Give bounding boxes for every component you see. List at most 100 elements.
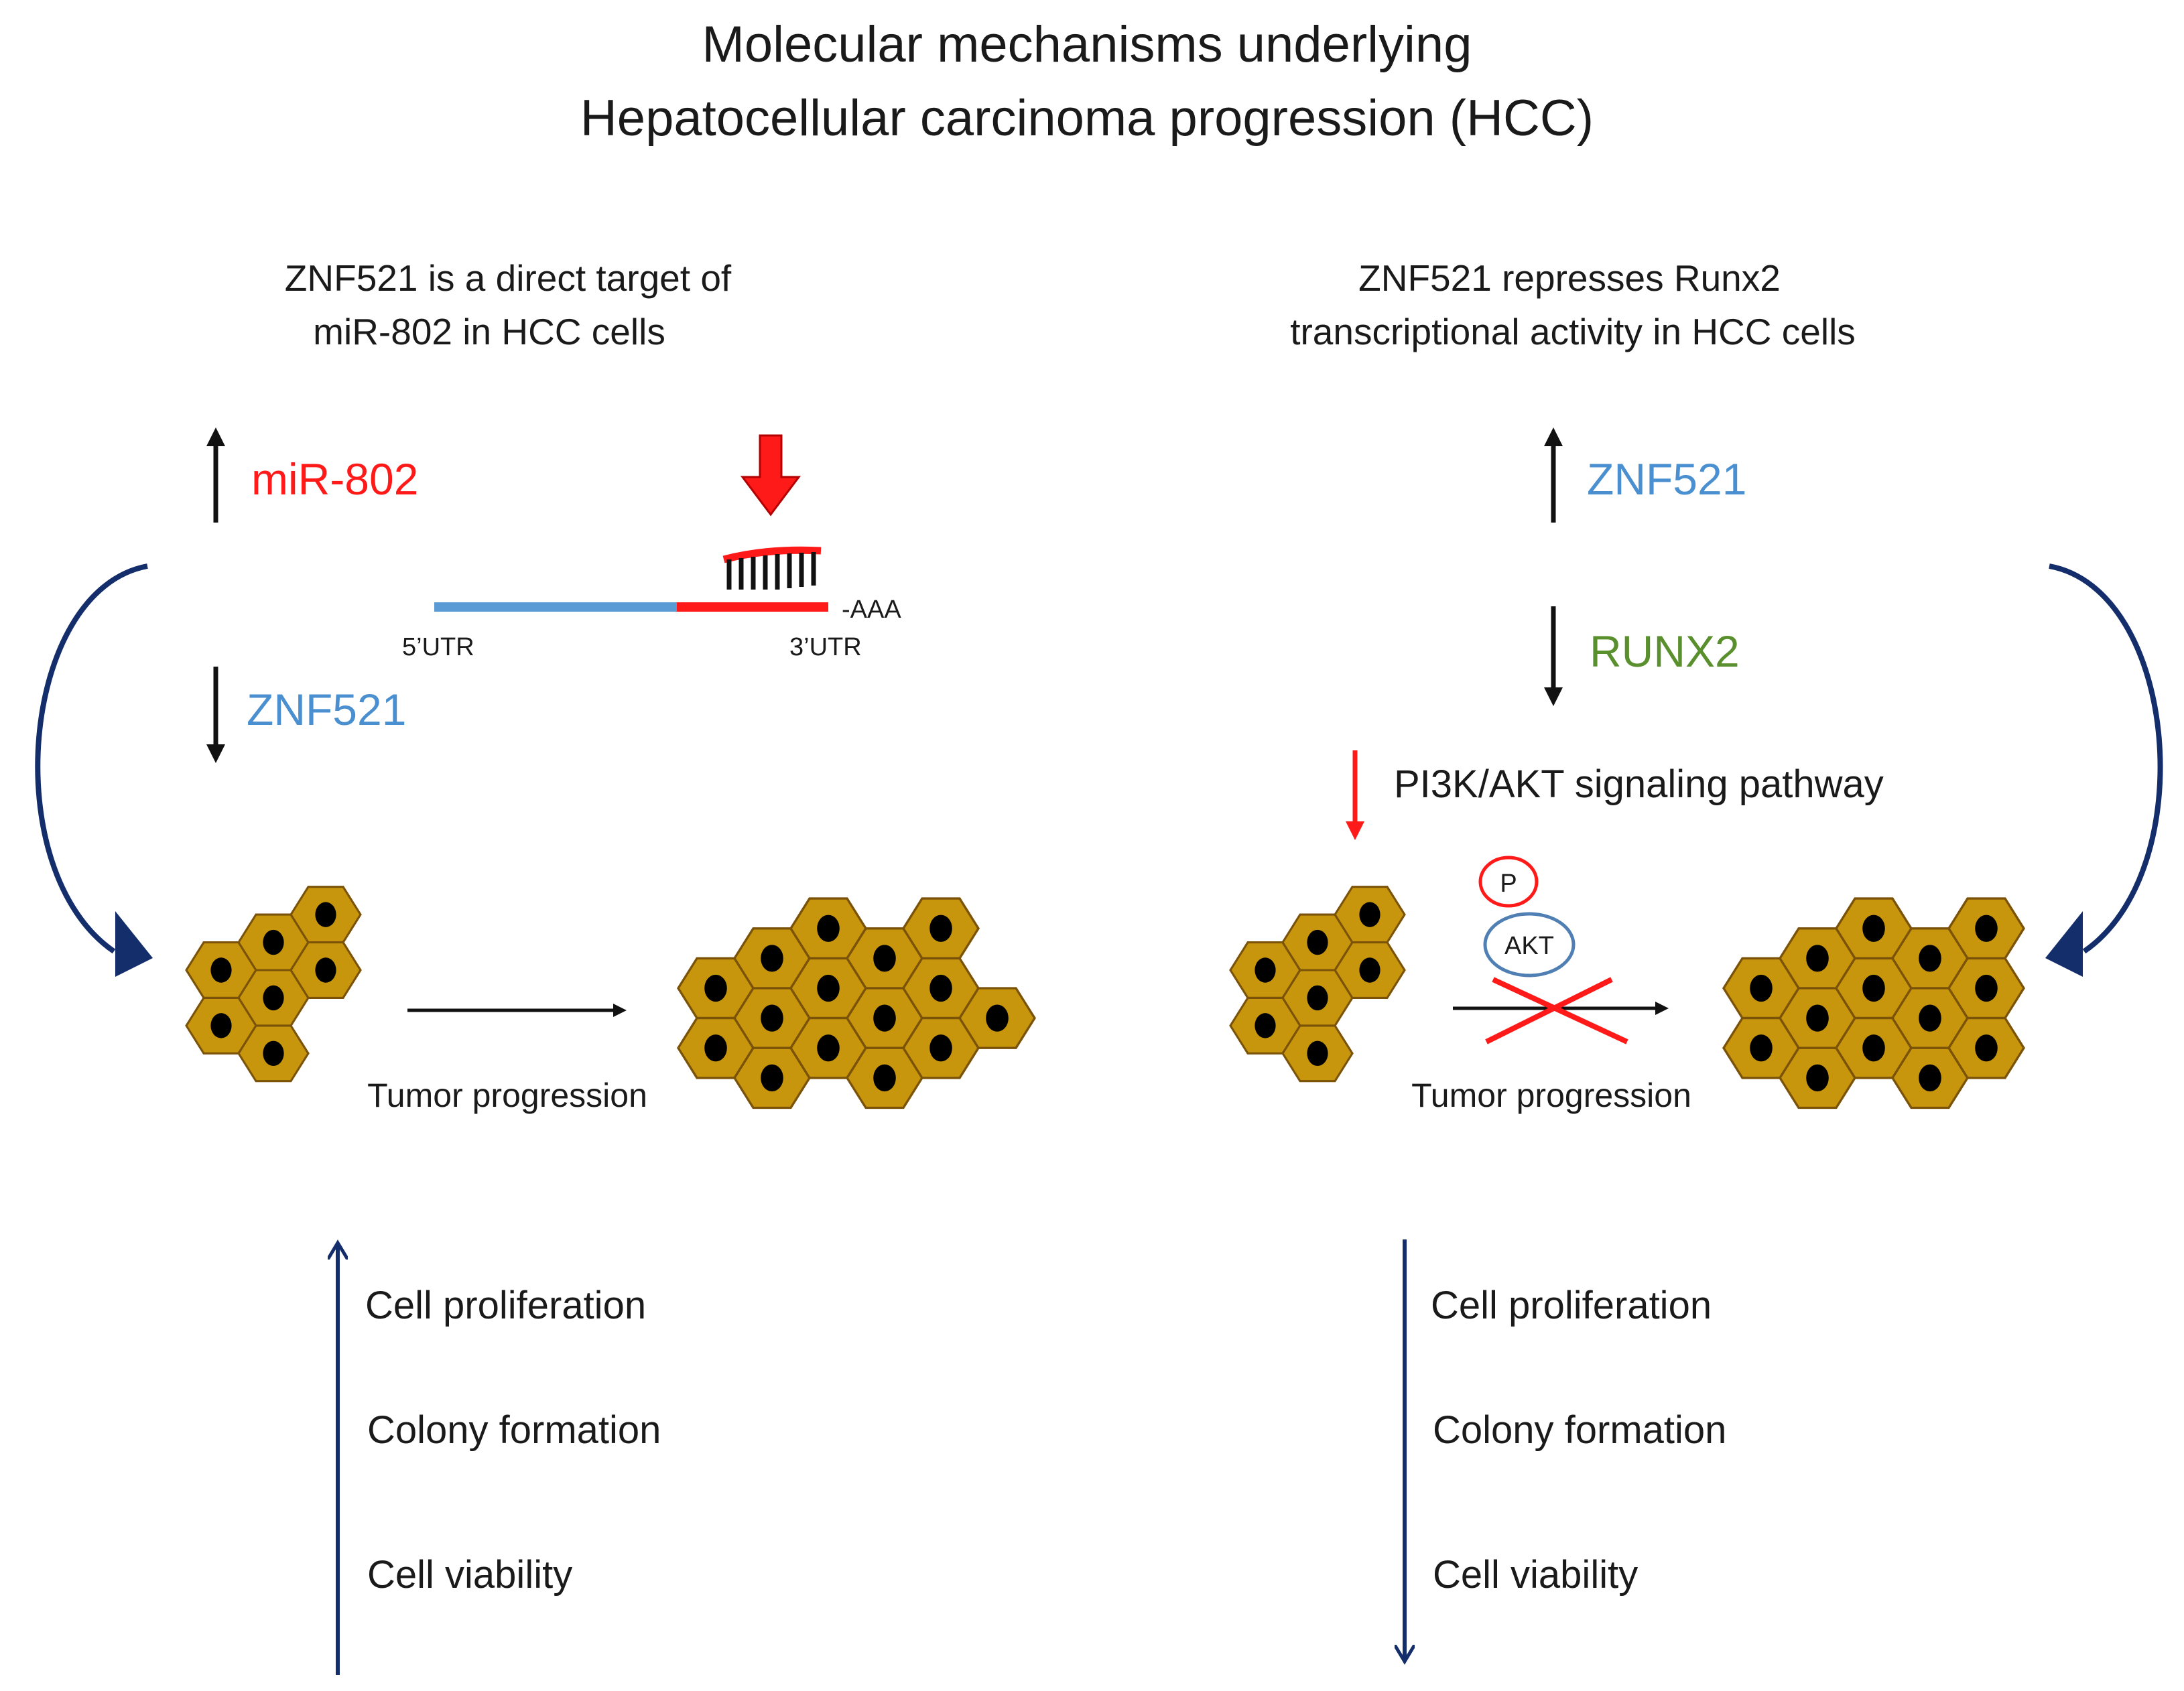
tumor-cell: [237, 1024, 310, 1083]
left-curved-arrow: [35, 563, 148, 954]
cell-nucleus: [315, 957, 336, 983]
right-down-label: RUNX2: [1590, 626, 1740, 676]
tumor-cell: [846, 927, 923, 990]
title-line-2: Hepatocellular carcinoma progression (HC…: [580, 90, 1594, 147]
right-small-cell-cluster: [1229, 886, 1406, 1083]
right-heading-line-2: transcriptional activity in HCC cells: [1290, 311, 1856, 352]
cell-nucleus: [315, 902, 336, 927]
left-effect-1: Cell proliferation: [365, 1284, 646, 1327]
cell-nucleus: [761, 1064, 783, 1092]
cell-nucleus: [817, 1034, 840, 1062]
phospho-label: P: [1500, 870, 1517, 898]
tumor-cell: [789, 1016, 867, 1079]
tumor-cell: [1334, 941, 1406, 999]
cell-nucleus: [1255, 957, 1276, 983]
left-curved-arrowhead: [115, 911, 153, 977]
cell-nucleus: [704, 1034, 727, 1062]
cell-nucleus: [761, 945, 783, 972]
cell-nucleus: [1975, 974, 1998, 1002]
utr5-label: 5’UTR: [402, 633, 474, 661]
cell-nucleus: [1307, 929, 1328, 955]
left-small-cell-cluster: [185, 886, 362, 1083]
cell-nucleus: [1919, 1004, 1941, 1032]
block-cross: [1485, 977, 1628, 1044]
cell-nucleus: [1862, 915, 1885, 942]
cell-nucleus: [1862, 974, 1885, 1002]
cell-nucleus: [263, 929, 284, 955]
right-effect-1: Cell proliferation: [1431, 1284, 1712, 1327]
left-heading-line-1: ZNF521 is a direct target of: [285, 257, 732, 299]
cell-nucleus: [1862, 1034, 1885, 1062]
left-effect-3: Cell viability: [367, 1553, 572, 1597]
cell-nucleus: [873, 945, 896, 972]
cell-nucleus: [1919, 945, 1941, 972]
cell-nucleus: [1975, 1034, 1998, 1062]
right-effect-3: Cell viability: [1433, 1553, 1638, 1597]
cell-nucleus: [263, 985, 284, 1011]
cell-nucleus: [817, 974, 840, 1002]
right-heading-line-1: ZNF521 represses Runx2: [1358, 257, 1781, 299]
tumor-cell: [1947, 957, 2025, 1020]
tumor-cell: [902, 897, 980, 960]
right-panel: ZNF521 represses Runx2 transcriptional a…: [1229, 257, 2163, 1662]
left-heading-line-2: miR-802 in HCC cells: [313, 311, 665, 352]
cell-nucleus: [1359, 902, 1380, 927]
tumor-cell: [1281, 1024, 1354, 1083]
tumor-cell: [1281, 913, 1354, 971]
tumor-cell: [185, 996, 257, 1055]
cell-nucleus: [1750, 1034, 1773, 1062]
mrna-schematic: 5’UTR 3’UTR -AAA: [402, 434, 901, 661]
cell-nucleus: [210, 957, 232, 983]
cell-nucleus: [1919, 1064, 1941, 1092]
tumor-cell: [1779, 1046, 1856, 1109]
red-block-down-arrow: [741, 434, 801, 517]
akt-label: AKT: [1504, 932, 1554, 960]
akt-ellipse: [1483, 912, 1576, 977]
mirna-binding-comb: [722, 546, 822, 590]
cell-nucleus: [1806, 1004, 1829, 1032]
tumor-cell: [290, 941, 362, 999]
tumor-cell: [1947, 1016, 2025, 1079]
left-progression-label: Tumor progression: [367, 1077, 647, 1114]
right-curved-arrowhead: [2045, 911, 2083, 977]
pathway-label: PI3K/AKT signaling pathway: [1394, 762, 1884, 806]
cell-nucleus: [1359, 957, 1380, 983]
left-effect-2: Colony formation: [367, 1408, 661, 1452]
cell-nucleus: [1750, 974, 1773, 1002]
utr3-label: 3’UTR: [789, 633, 862, 661]
tumor-cell: [902, 957, 980, 1020]
cell-nucleus: [704, 974, 727, 1002]
right-effect-2: Colony formation: [1433, 1408, 1726, 1452]
tumor-cell: [958, 987, 1036, 1049]
title-line-1: Molecular mechanisms underlying: [702, 16, 1472, 73]
right-up-label: ZNF521: [1587, 454, 1746, 504]
cell-nucleus: [1255, 1013, 1276, 1038]
cell-nucleus: [1806, 1064, 1829, 1092]
cell-nucleus: [210, 1013, 232, 1038]
poly-a-label: -AAA: [842, 596, 901, 624]
left-large-cell-cluster: [677, 897, 1036, 1109]
tumor-cell: [846, 1046, 923, 1109]
cell-nucleus: [761, 1004, 783, 1032]
cell-nucleus: [817, 915, 840, 942]
cell-nucleus: [1806, 945, 1829, 972]
right-large-cell-cluster: [1722, 897, 2025, 1109]
left-down-label: ZNF521: [247, 685, 406, 734]
cell-nucleus: [929, 1034, 952, 1062]
left-up-label: miR-802: [251, 454, 418, 504]
cell-nucleus: [929, 974, 952, 1002]
cell-nucleus: [263, 1040, 284, 1067]
phospho-circle: [1478, 856, 1539, 908]
cell-nucleus: [873, 1064, 896, 1092]
left-panel: ZNF521 is a direct target of miR-802 in …: [35, 257, 1036, 1675]
cell-nucleus: [1975, 915, 1998, 942]
cell-nucleus: [1307, 1040, 1328, 1067]
right-curved-arrow: [2049, 563, 2163, 954]
right-progression-label: Tumor progression: [1411, 1077, 1691, 1114]
cell-nucleus: [986, 1004, 1009, 1032]
tumor-cell: [733, 987, 811, 1049]
cell-nucleus: [929, 915, 952, 942]
cell-nucleus: [873, 1004, 896, 1032]
cell-nucleus: [1307, 985, 1328, 1011]
